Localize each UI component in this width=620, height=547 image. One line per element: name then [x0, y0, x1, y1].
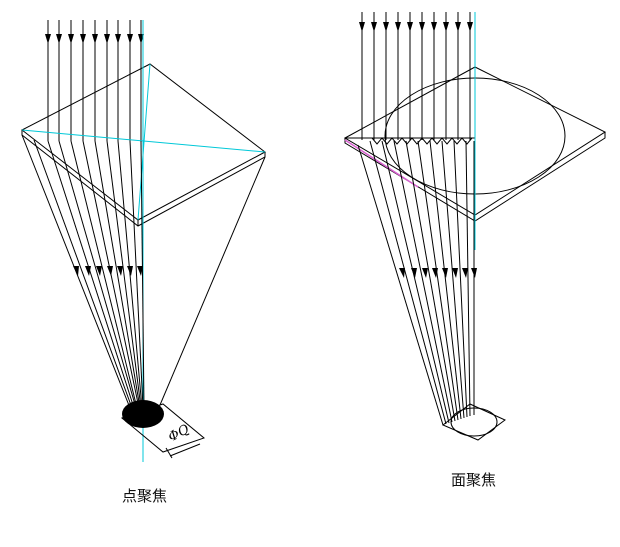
- axis-lines-left: [21, 20, 266, 462]
- highlight-edge: [344, 139, 419, 188]
- converging-rays-right: [357, 140, 475, 426]
- caption-point-focus: 点聚焦: [122, 487, 168, 505]
- point-focus-diagram: [21, 20, 266, 462]
- converging-arrowheads-right: [399, 268, 477, 278]
- incoming-arrowheads-left: [45, 34, 144, 44]
- dimension-marker: [120, 403, 206, 459]
- converging-arrowheads-left: [73, 266, 143, 276]
- incoming-arrowheads-right: [359, 22, 473, 32]
- focal-area: [442, 403, 506, 441]
- caption-surface-focus: 面聚焦: [451, 471, 497, 489]
- surface-focus-diagram: [343, 12, 607, 441]
- incoming-rays-right: [361, 12, 471, 140]
